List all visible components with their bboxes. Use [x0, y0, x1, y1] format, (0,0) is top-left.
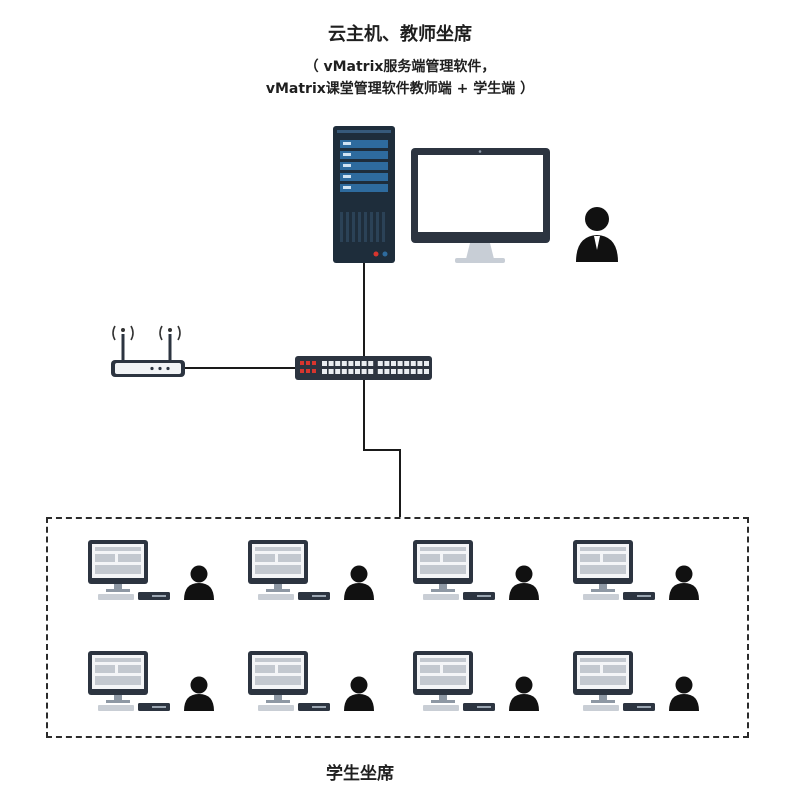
student-pc-icon [88, 540, 170, 600]
wireless-router-icon [111, 325, 185, 377]
switch-port [417, 369, 423, 374]
student-person-icon [184, 676, 214, 711]
teacher-person-icon [576, 207, 618, 262]
student-person-icon [184, 565, 214, 600]
switch-port [322, 361, 327, 366]
student-person-icon [669, 676, 699, 711]
switch-port [328, 361, 334, 366]
teacher-seat-title: 云主机、教师坐席 [328, 24, 472, 45]
switch-port [384, 361, 390, 366]
switch-port [424, 369, 429, 374]
switch-port [361, 369, 367, 374]
student-station [88, 651, 214, 711]
switch-port [410, 361, 416, 366]
student-seat-label: 学生坐席 [326, 764, 394, 784]
student-station [573, 651, 699, 711]
student-stations [88, 540, 699, 711]
server-icon [333, 126, 395, 263]
switch-port [424, 361, 429, 366]
student-pc-icon [573, 651, 655, 711]
teacher-software-line1: （ vMatrix服务端管理软件， [304, 59, 496, 75]
student-person-icon [344, 565, 374, 600]
switch-port [391, 369, 396, 374]
student-pc-icon [248, 651, 330, 711]
switch-port [397, 369, 403, 374]
student-pc-icon [573, 540, 655, 600]
switch-port [341, 361, 347, 366]
student-pc-icon [413, 651, 495, 711]
switch-port [322, 369, 327, 374]
teacher-software-line2: vMatrix课堂管理软件教师端 + 学生端 ） [265, 81, 535, 97]
switch-port [377, 361, 383, 366]
network-switch-icon [295, 356, 432, 380]
switch-port [355, 361, 360, 366]
switch-port [391, 361, 396, 366]
switch-port [404, 361, 410, 366]
student-pc-icon [88, 651, 170, 711]
switch-port [417, 361, 423, 366]
student-person-icon [509, 676, 539, 711]
student-station [248, 540, 374, 600]
switch-port [377, 369, 383, 374]
switch-port [384, 369, 390, 374]
student-pc-icon [413, 540, 495, 600]
switch-port [410, 369, 416, 374]
student-person-icon [509, 565, 539, 600]
student-station [413, 540, 539, 600]
monitor-icon [411, 148, 550, 263]
switch-port [335, 369, 341, 374]
student-pc-icon [248, 540, 330, 600]
student-station [573, 540, 699, 600]
switch-port [361, 361, 367, 366]
student-person-icon [344, 676, 374, 711]
switch-port [341, 369, 347, 374]
switch-port [335, 361, 341, 366]
student-area-box [46, 517, 749, 738]
student-station [413, 651, 539, 711]
student-station [88, 540, 214, 600]
switch-students-cable [363, 380, 401, 517]
student-station [248, 651, 374, 711]
switch-port [348, 361, 354, 366]
network-cables [183, 262, 401, 517]
switch-port [404, 369, 410, 374]
switch-port [368, 361, 374, 366]
switch-port [397, 361, 403, 366]
switch-port [355, 369, 360, 374]
student-person-icon [669, 565, 699, 600]
switch-port [348, 369, 354, 374]
switch-port [328, 369, 334, 374]
switch-port [368, 369, 374, 374]
